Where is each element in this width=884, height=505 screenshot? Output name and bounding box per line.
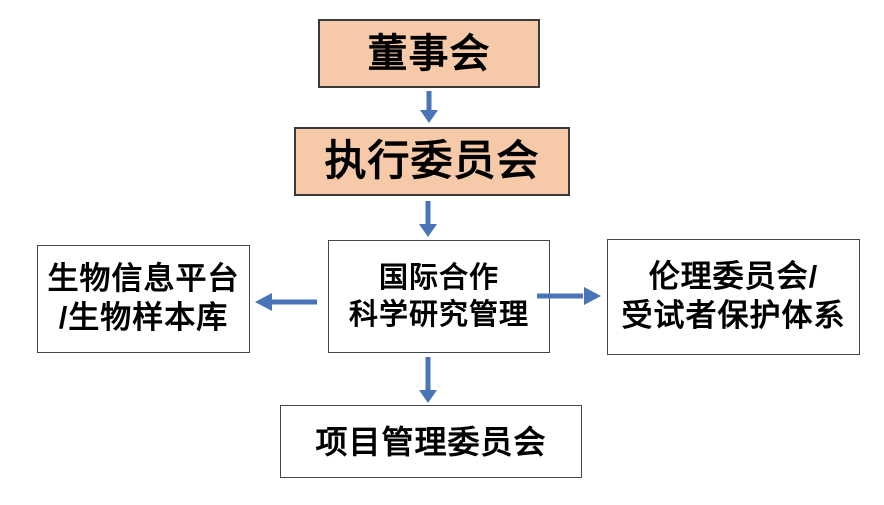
node-ethics-committee: 伦理委员会/ 受试者保护体系 [607,239,860,355]
arrow-left-icon [255,293,317,311]
node-board: 董事会 [318,19,540,88]
node-bioinformatics-biobank: 生物信息平台 /生物样本库 [37,245,250,353]
arrow-right-icon [537,287,601,305]
node-project-management-committee-label: 项目管理委员会 [315,423,547,460]
node-board-label: 董事会 [367,31,491,76]
arrow-down-icon [420,91,438,123]
node-ethics-committee-label: 伦理委员会/ 受试者保护体系 [621,259,846,333]
node-executive-committee: 执行委员会 [294,127,570,196]
arrow-down-icon [419,357,437,403]
node-research-management: 国际合作 科学研究管理 [328,240,550,353]
node-bioinformatics-biobank-label: 生物信息平台 /生物样本库 [47,261,240,335]
arrow-down-icon [419,201,437,237]
node-research-management-label: 国际合作 科学研究管理 [348,262,529,331]
node-project-management-committee: 项目管理委员会 [280,405,582,478]
node-executive-committee-label: 执行委员会 [324,137,540,185]
